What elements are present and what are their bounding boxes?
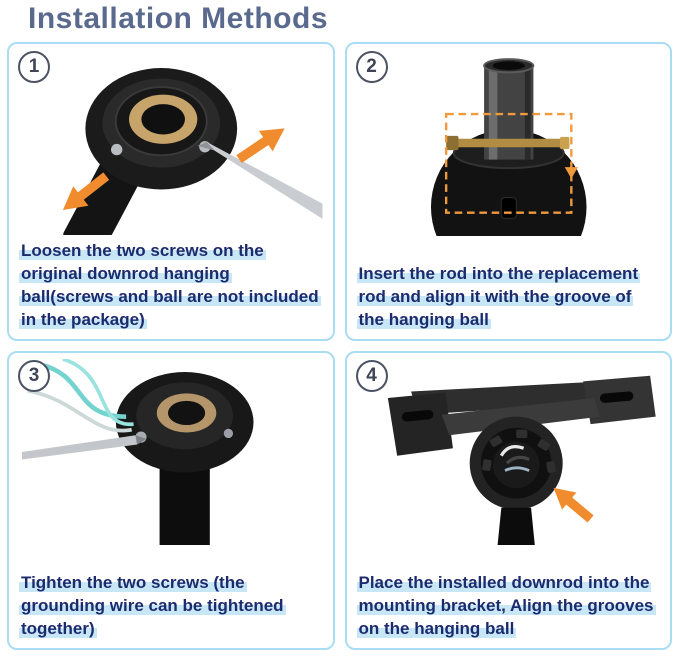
screw-right	[223, 428, 234, 439]
step-panel-2: 2 Insert the rod into the replacement ro…	[344, 42, 672, 341]
screwdriver-tip	[197, 142, 215, 151]
orange-arrow-icon	[62, 172, 110, 211]
bracket-slot	[401, 409, 433, 422]
screwdriver-shaft	[21, 435, 138, 460]
hanging-ball-seated	[492, 441, 539, 489]
screwdriver-tip	[135, 435, 147, 445]
bracket-left-plate	[387, 392, 453, 456]
grounding-wire	[62, 359, 134, 426]
downrod-ball-loosen-illustration	[62, 68, 323, 235]
step2-photo	[357, 50, 661, 258]
step3-photo	[19, 359, 323, 567]
tighten-screws-illustration	[21, 359, 254, 545]
alignment-dashed-box	[444, 112, 573, 214]
step1-caption: Loosen the two screws on the original do…	[19, 241, 321, 329]
step-number-badge-1: 1	[18, 51, 50, 83]
step3-caption: Tighten the two screws (the grounding wi…	[19, 573, 286, 638]
orange-arrow-icon	[553, 487, 594, 523]
step-panel-4: 4	[344, 351, 672, 650]
step-panel-3: 3 Tighten the two screws (the grounding …	[7, 351, 335, 650]
page-title: Installation Methods	[28, 2, 329, 35]
step4-caption: Place the installed downrod into the mou…	[356, 573, 656, 638]
step1-photo	[19, 50, 323, 235]
steps-grid: 1 Loosen the two screws on the original …	[0, 42, 679, 650]
step-number-badge-4: 4	[355, 360, 388, 392]
brass-cross-pin	[451, 138, 566, 148]
downrod-tube	[497, 507, 535, 545]
step-number-badge-3: 3	[18, 360, 50, 392]
wire	[27, 388, 133, 433]
ball-groove	[500, 197, 517, 219]
wire-blue	[503, 466, 530, 472]
step-number-badge-2: 2	[355, 51, 388, 83]
screw-left	[110, 143, 123, 156]
orange-arrow-icon	[564, 167, 578, 179]
step4-photo	[357, 359, 661, 567]
screwdriver-shaft	[206, 142, 323, 219]
wire-black	[505, 455, 530, 465]
bracket-slot	[599, 391, 633, 403]
step-panel-1: 1 Loosen the two screws on the original …	[7, 42, 335, 341]
mounting-bracket-illustration	[387, 375, 656, 545]
wire-white	[499, 445, 524, 457]
bracket-cross-arm	[441, 398, 600, 436]
orange-arrow-icon	[236, 128, 285, 164]
ring-castellations	[481, 429, 556, 473]
step2-caption: Insert the rod into the replacement rod …	[356, 264, 641, 329]
rod-insert-illustration	[430, 58, 586, 236]
